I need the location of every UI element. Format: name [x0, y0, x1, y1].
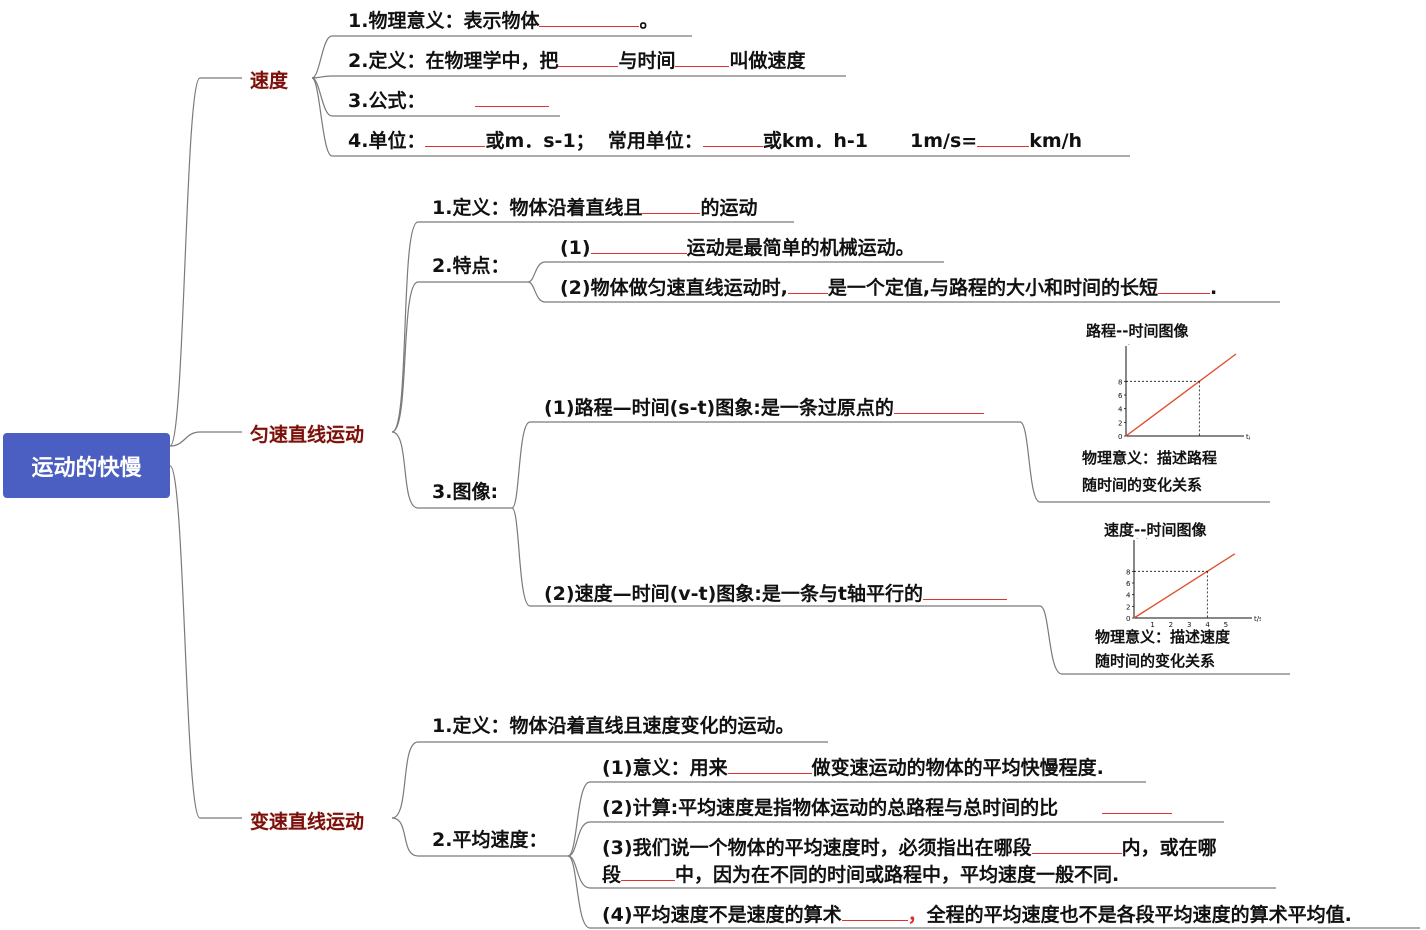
uniform-feature-2: (2)物体做匀速直线运动时,是一个定值,与路程的大小和时间的长短. — [560, 275, 1218, 299]
uniform-vt-graph: (2)速度—时间(v-t)图象:是一条与t轴平行的 — [544, 581, 1007, 605]
st-chart-title: 路程--时间图像 — [1086, 322, 1189, 340]
uniform-feature-1: (1)运动是最简单的机械运动。 — [560, 235, 915, 259]
blank — [475, 88, 550, 107]
y-tick-label: 0 — [1118, 433, 1122, 441]
blank — [1031, 835, 1122, 854]
blank — [675, 48, 730, 67]
blank — [1102, 795, 1173, 814]
vt-chart-title: 速度--时间图像 — [1104, 521, 1207, 539]
avg-interval-cont: 段中，因为在不同的时间或路程中，平均速度一般不同. — [602, 862, 1120, 886]
blank — [841, 902, 908, 921]
series-line — [1133, 553, 1236, 619]
blank — [787, 275, 828, 294]
uniform-feature: 2.特点： — [432, 255, 510, 277]
x-tick-label: 5 — [1224, 621, 1228, 629]
branch-uniform: 匀速直线运动 — [250, 424, 365, 446]
avg-not-mean: (4)平均速度不是速度的算术，全程的平均速度也不是各段平均速度的算术平均值. — [602, 902, 1352, 926]
vt-chart-note-1: 物理意义：描述速度 — [1095, 628, 1231, 646]
y-axis-label: V/m/s — [1132, 538, 1152, 540]
y-tick-label: 0 — [1126, 615, 1130, 623]
blank — [425, 128, 486, 147]
speed-meaning: 1.物理意义：表示物体。 — [348, 8, 659, 32]
x-tick-label: 3 — [1187, 621, 1191, 629]
blank — [590, 235, 687, 254]
x-axis-label: t/s — [1254, 615, 1261, 623]
uniform-graph: 3.图像: — [432, 481, 499, 503]
y-axis-label: S/m — [1124, 344, 1138, 346]
uniform-definition: 1.定义：物体沿着直线且的运动 — [432, 195, 758, 219]
y-tick-label: 2 — [1118, 419, 1122, 427]
blank — [727, 755, 812, 774]
blank — [923, 581, 1007, 600]
uniform-st-graph: (1)路程—时间(s-t)图象:是一条过原点的 — [544, 395, 984, 419]
blank — [621, 862, 676, 881]
variable-average-speed: 2.平均速度： — [432, 829, 548, 851]
variable-definition: 1.定义：物体沿着直线且速度变化的运动。 — [432, 715, 795, 737]
y-tick-label: 6 — [1126, 580, 1131, 588]
st-chart: S/m t/s 0 2 4 6 8 — [1118, 344, 1250, 441]
speed-definition: 2.定义：在物理学中，把与时间叫做速度 — [348, 48, 806, 72]
blank — [977, 128, 1030, 147]
blank — [642, 195, 701, 214]
vt-chart-note-2: 随时间的变化关系 — [1095, 652, 1216, 670]
x-tick-label: 2 — [1169, 621, 1173, 629]
blank — [1158, 275, 1211, 294]
blank — [539, 8, 640, 27]
st-chart-note-1: 物理意义：描述路程 — [1082, 449, 1218, 467]
x-tick-label: 1 — [1150, 621, 1154, 629]
vt-chart: V/m/s t/s 0 2 4 6 8 1 2 3 4 5 — [1126, 538, 1261, 629]
y-tick-label: 2 — [1126, 603, 1130, 611]
root-node: 运动的快慢 — [3, 433, 170, 498]
y-tick-label: 4 — [1118, 406, 1123, 414]
y-tick-label: 4 — [1126, 592, 1131, 600]
x-axis-label: t/s — [1246, 433, 1250, 441]
y-tick-label: 8 — [1126, 568, 1130, 576]
branch-variable: 变速直线运动 — [250, 811, 365, 833]
branch-speed: 速度 — [250, 70, 289, 92]
y-tick-label: 6 — [1118, 392, 1123, 400]
blank — [893, 395, 984, 414]
y-tick-label: 8 — [1118, 378, 1122, 386]
series-line — [1125, 353, 1237, 437]
avg-interval: (3)我们说一个物体的平均速度时，必须指出在哪段内，或在哪 — [602, 835, 1217, 859]
root-label: 运动的快慢 — [31, 455, 142, 481]
speed-formula: 3.公式： — [348, 88, 550, 112]
avg-calculation: (2)计算:平均速度是指物体运动的总路程与总时间的比 — [602, 795, 1173, 819]
x-tick-label: 4 — [1205, 621, 1210, 629]
st-chart-note-2: 随时间的变化关系 — [1082, 476, 1203, 494]
blank — [558, 48, 619, 67]
avg-meaning: (1)意义：用来做变速运动的物体的平均快慢程度. — [602, 755, 1104, 779]
blank — [702, 128, 763, 147]
